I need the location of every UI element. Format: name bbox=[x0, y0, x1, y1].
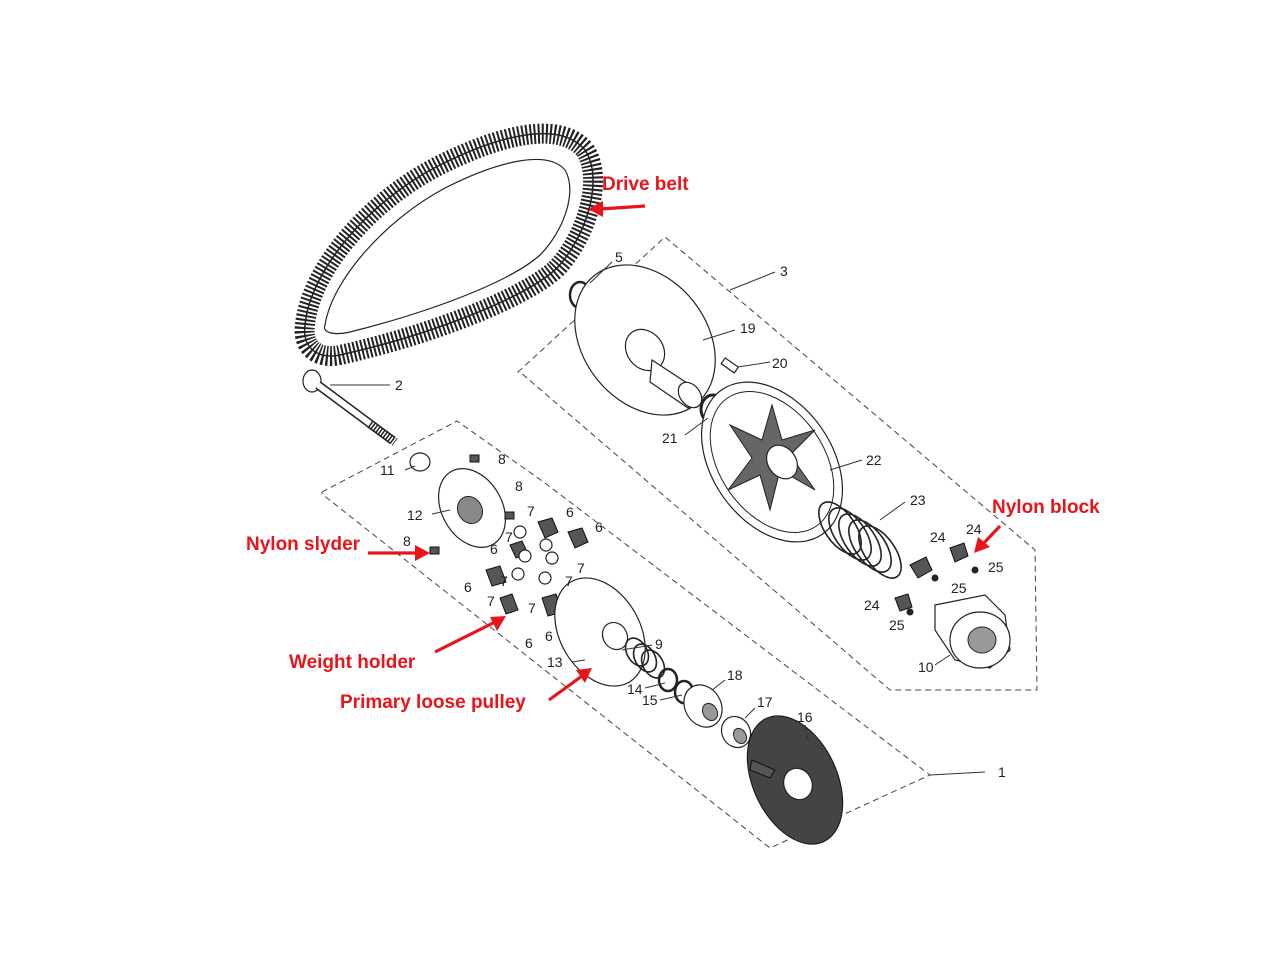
secondary-fixed-sheave bbox=[574, 264, 716, 416]
callout-arrows bbox=[368, 201, 1002, 702]
bolt-part bbox=[302, 369, 398, 446]
nylon-block-parts bbox=[894, 542, 979, 616]
part-number: 8 bbox=[403, 533, 411, 549]
part-number: 25 bbox=[889, 617, 905, 633]
key-20 bbox=[720, 357, 740, 374]
part-number: 6 bbox=[545, 628, 553, 644]
part-number: 23 bbox=[910, 492, 926, 508]
nylon-slyder-b bbox=[504, 511, 515, 520]
callout-nylon-slyder: Nylon slyder bbox=[246, 534, 361, 555]
part-number: 13 bbox=[547, 654, 563, 670]
part-number: 7 bbox=[527, 503, 535, 519]
nylon-slyder-a bbox=[469, 454, 480, 463]
nylon-slyder-c bbox=[429, 546, 440, 555]
part-number: 6 bbox=[566, 504, 574, 520]
part-number: 5 bbox=[615, 249, 623, 265]
part-number: 6 bbox=[464, 579, 472, 595]
secondary-assembly-boundary bbox=[516, 236, 1038, 691]
part-number: 18 bbox=[727, 667, 743, 683]
part-number: 1 bbox=[998, 764, 1006, 780]
part-number: 7 bbox=[577, 560, 585, 576]
part-number: 22 bbox=[866, 452, 882, 468]
callout-weight-holder: Weight holder bbox=[289, 652, 416, 673]
part-number: 6 bbox=[595, 519, 603, 535]
leader-lines bbox=[330, 261, 986, 776]
part-number: 7 bbox=[565, 573, 573, 589]
part-number: 7 bbox=[487, 593, 495, 609]
part-number: 6 bbox=[525, 635, 533, 651]
part-number: 10 bbox=[918, 659, 934, 675]
part-number: 24 bbox=[966, 521, 982, 537]
part-number: 7 bbox=[505, 529, 513, 545]
part-number: 2 bbox=[395, 377, 403, 393]
part-number: 6 bbox=[490, 541, 498, 557]
part-number: 24 bbox=[930, 529, 946, 545]
part-number: 7 bbox=[500, 573, 508, 589]
part-number: 21 bbox=[662, 430, 678, 446]
callout-nylon-block: Nylon block bbox=[992, 497, 1100, 518]
part-number: 8 bbox=[498, 451, 506, 467]
secondary-spring bbox=[818, 501, 902, 579]
part-number: 11 bbox=[380, 462, 395, 478]
part-number: 16 bbox=[797, 709, 813, 725]
part-number: 19 bbox=[740, 320, 756, 336]
part-number: 8 bbox=[515, 478, 523, 494]
cam-part bbox=[934, 594, 1011, 669]
part-number: 12 bbox=[407, 507, 423, 523]
callout-primary-loose-pulley: Primary loose pulley bbox=[340, 692, 526, 713]
nut-10 bbox=[409, 452, 431, 472]
part-number-labels: 1 2 3 5 6 6 6 6 6 6 7 7 7 7 7 7 7 8 8 8 … bbox=[380, 249, 1006, 780]
bearing-18 bbox=[683, 684, 723, 728]
drive-belt-part bbox=[294, 123, 603, 366]
part-number: 9 bbox=[655, 636, 663, 652]
washer-14 bbox=[657, 667, 679, 693]
part-number: 15 bbox=[642, 692, 658, 708]
part-number: 14 bbox=[627, 681, 643, 697]
part-number: 7 bbox=[528, 600, 536, 616]
part-number: 17 bbox=[757, 694, 773, 710]
part-number: 3 bbox=[780, 263, 788, 279]
part-number: 24 bbox=[864, 597, 880, 613]
primary-fixed-sheave bbox=[746, 715, 844, 845]
secondary-movable-sheave bbox=[700, 381, 844, 543]
part-number: 25 bbox=[988, 559, 1004, 575]
part-number: 25 bbox=[951, 580, 967, 596]
primary-loose-pulley-part bbox=[554, 577, 646, 687]
spider-plate bbox=[437, 468, 507, 548]
rollers bbox=[511, 525, 559, 585]
callout-drive-belt: Drive belt bbox=[602, 174, 689, 195]
bushing-17 bbox=[720, 715, 752, 749]
part-number: 20 bbox=[772, 355, 788, 371]
